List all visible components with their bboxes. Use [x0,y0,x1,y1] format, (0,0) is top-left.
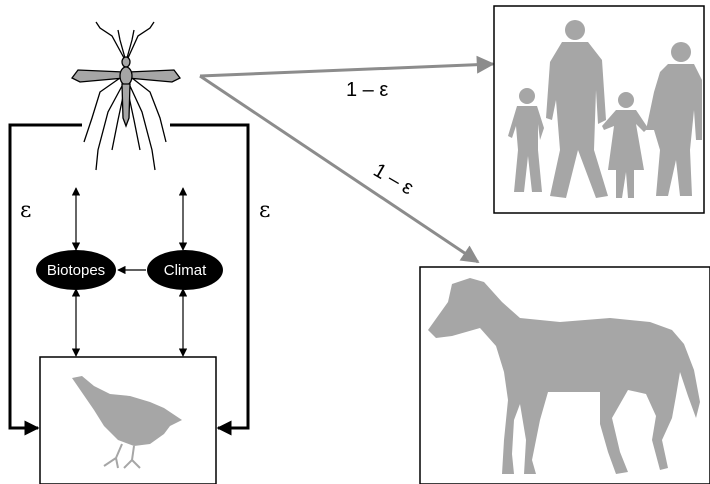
arrow-to-humans [200,64,493,76]
label-to-humans: 1 – ε [346,79,388,101]
arrow-to-horse [200,76,478,262]
node-climat: Climat [147,250,223,290]
epsilon-right: ε [259,198,270,223]
svg-text:Climat: Climat [164,262,207,279]
svg-text:Biotopes: Biotopes [47,262,105,279]
mosquito-icon [72,22,180,170]
node-biotopes: Biotopes [36,250,116,290]
epsilon-left: ε [20,198,31,223]
